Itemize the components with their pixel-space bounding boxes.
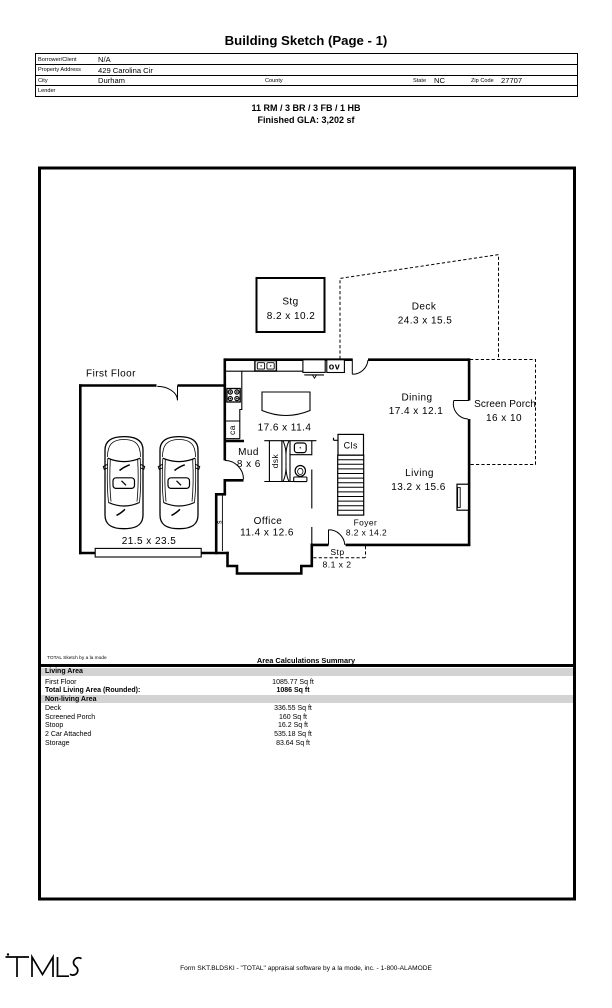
svg-text:24.3 x 15.5: 24.3 x 15.5 xyxy=(398,316,452,327)
svg-text:Office: Office xyxy=(254,516,283,527)
svg-text:ca: ca xyxy=(227,425,237,435)
svg-text:13.2 x 15.6: 13.2 x 15.6 xyxy=(391,482,445,493)
svg-text:8.2 x 10.2: 8.2 x 10.2 xyxy=(267,311,315,322)
svg-text:dsk: dsk xyxy=(270,453,280,468)
svg-text:17.6 x 11.4: 17.6 x 11.4 xyxy=(258,423,312,434)
svg-text:8.1 x 2: 8.1 x 2 xyxy=(323,559,352,569)
svg-text:Stp: Stp xyxy=(330,547,344,557)
svg-text:s: s xyxy=(216,520,223,524)
svg-text:8 x 6: 8 x 6 xyxy=(237,459,261,470)
svg-text:Cls: Cls xyxy=(344,441,358,451)
svg-text:Deck: Deck xyxy=(412,302,437,313)
svg-text:Living: Living xyxy=(405,468,434,479)
svg-text:8.2 x 14.2: 8.2 x 14.2 xyxy=(346,528,387,538)
svg-text:ov: ov xyxy=(329,362,340,372)
svg-text:Dining: Dining xyxy=(401,393,432,404)
svg-text:Mud: Mud xyxy=(238,447,259,458)
svg-text:Foyer: Foyer xyxy=(354,518,378,528)
svg-text:First Floor: First Floor xyxy=(86,369,136,380)
svg-text:21.5 x 23.5: 21.5 x 23.5 xyxy=(122,536,176,547)
svg-text:11.4 x 12.6: 11.4 x 12.6 xyxy=(240,527,294,538)
svg-text:Screen Porch: Screen Porch xyxy=(474,399,536,410)
svg-text:17.4 x 12.1: 17.4 x 12.1 xyxy=(389,406,443,417)
svg-text:16 x 10: 16 x 10 xyxy=(486,413,522,424)
svg-text:Stg: Stg xyxy=(282,297,298,308)
